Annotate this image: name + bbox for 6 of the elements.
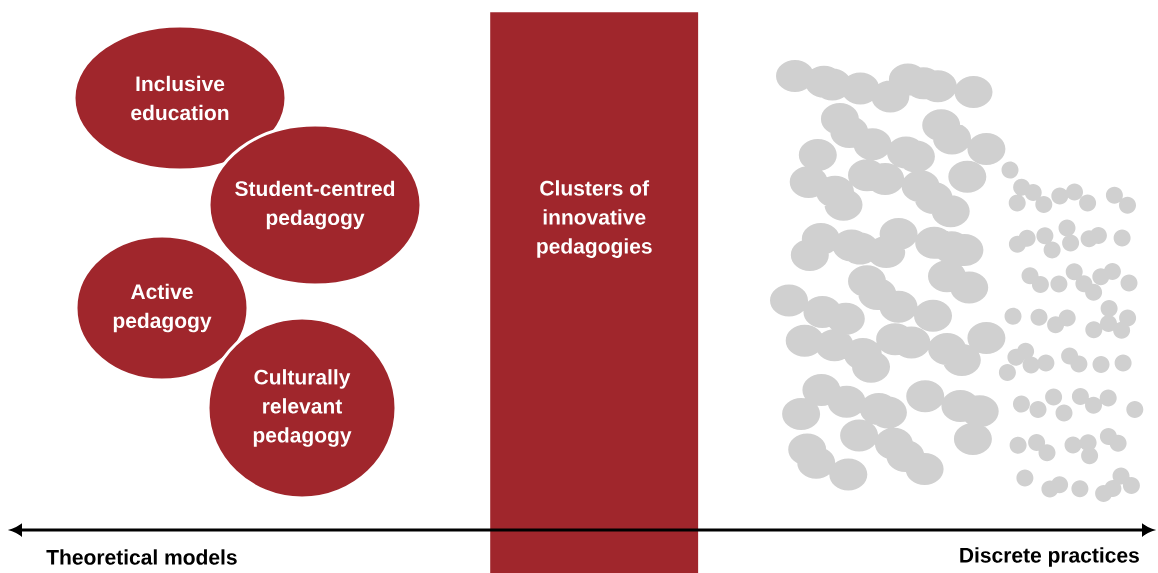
vertical-bar: Clusters of innovative pedagogies [490,12,699,573]
ellipse-node: Student-centred pedagogy [207,123,423,287]
axis-label: Discrete practices [960,547,1139,567]
axis-label: Theoretical models [46,549,237,565]
ellipse-node: Inclusive education [72,24,288,172]
ellipse-node: Active pedagogy [74,234,250,382]
